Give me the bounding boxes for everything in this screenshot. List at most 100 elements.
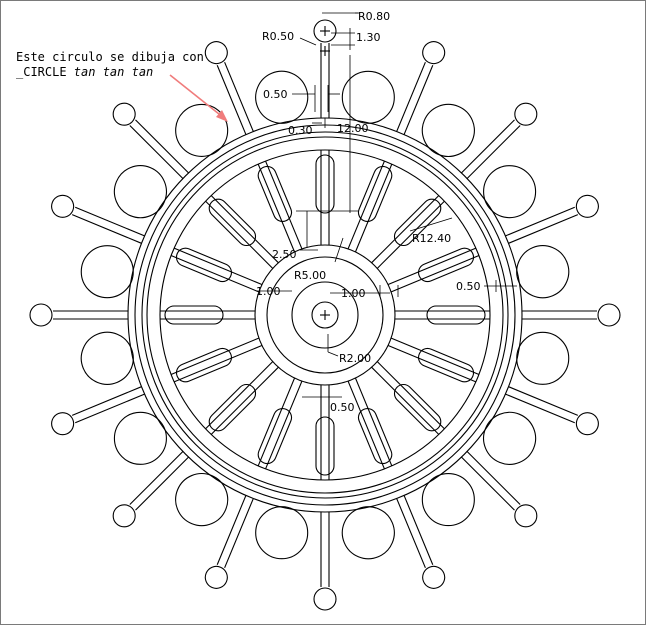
spoke-grip <box>164 305 224 325</box>
spoke-rod-left <box>173 344 263 383</box>
handle-knob <box>112 102 136 126</box>
note-line-2: _CIRCLE tan tan tan <box>16 65 204 80</box>
handle-scallop <box>80 245 134 299</box>
handle-knob <box>514 102 538 126</box>
handle-left <box>216 65 247 135</box>
handle-knob <box>112 504 136 528</box>
handle-right <box>216 495 247 565</box>
spoke-5 <box>387 337 599 465</box>
annotation-note: Este circulo se dibuja con _CIRCLE tan t… <box>16 50 204 80</box>
handle-knob <box>313 19 337 43</box>
spoke-grip <box>418 347 475 383</box>
handle-scallop <box>255 70 309 124</box>
spoke-grip <box>315 154 335 214</box>
dim-r1240: R12.40 <box>412 232 451 245</box>
spoke-14 <box>112 102 279 269</box>
handle-left <box>461 119 515 174</box>
spoke-12 <box>29 245 255 327</box>
handle-left <box>396 61 426 132</box>
hub-inner <box>291 281 359 349</box>
dim-r080: R0.80 <box>358 10 390 23</box>
handle-knob <box>313 587 337 611</box>
handle-right <box>505 393 575 424</box>
spoke-grip <box>393 198 442 247</box>
handle-left <box>135 456 189 511</box>
handle-right <box>403 65 434 135</box>
dimension-lines <box>256 12 517 398</box>
spoke-rod-left <box>210 366 279 435</box>
dim-r500: R5.00 <box>294 269 326 282</box>
spoke-grip <box>357 408 393 465</box>
axle-hole <box>311 301 339 329</box>
handle-scallop <box>175 473 229 527</box>
handle-right <box>129 451 184 505</box>
spoke-grip <box>393 383 442 432</box>
handle-left <box>403 495 434 565</box>
spoke-2 <box>371 102 538 269</box>
handle-scallop <box>483 165 537 219</box>
handle-knob <box>51 412 75 436</box>
handle-knob <box>51 194 75 218</box>
handle-knob <box>514 504 538 528</box>
spoke-rod-right <box>371 366 440 435</box>
handle-knob <box>29 303 53 327</box>
handle-scallop <box>421 473 475 527</box>
handle-right <box>135 119 189 174</box>
spoke-rod-left <box>371 195 440 264</box>
dim-050-top: 0.50 <box>263 88 288 101</box>
spoke-7 <box>341 377 446 589</box>
dim-1200: 12.00 <box>337 122 369 135</box>
spoke-grip <box>315 416 335 476</box>
spoke-1 <box>347 41 475 253</box>
handle-scallop <box>516 245 570 299</box>
spoke-4 <box>395 303 621 385</box>
handle-scallop <box>113 165 167 219</box>
spoke-grip <box>257 165 293 222</box>
spoke-rod-right <box>173 247 263 286</box>
handle-left <box>75 393 145 424</box>
spoke-11 <box>51 331 263 436</box>
spoke-rod-right <box>390 255 480 293</box>
spoke-8 <box>255 385 337 611</box>
handle-knob <box>575 194 599 218</box>
handle-right <box>224 61 254 132</box>
dim-130: 1.30 <box>356 31 381 44</box>
handle-right <box>466 125 521 179</box>
spoke-grip <box>175 247 232 283</box>
handle-right <box>75 206 145 237</box>
note-line-1: Este circulo se dibuja con <box>16 50 204 64</box>
spoke-rod-right <box>170 337 260 375</box>
spoke-6 <box>371 361 538 528</box>
handle-scallop <box>113 411 167 465</box>
spoke-rod-left <box>387 247 477 286</box>
handle-right <box>508 214 579 244</box>
hub-ring <box>266 256 384 374</box>
spoke-rod-right <box>347 380 385 470</box>
spoke-rod-right <box>265 160 303 250</box>
spoke-13 <box>51 165 263 293</box>
spoke-rod-left <box>376 361 445 430</box>
handle-right <box>461 456 515 511</box>
spoke-0 <box>313 19 395 245</box>
handle-left <box>224 498 254 569</box>
dim-100-left: 1.00 <box>256 285 281 298</box>
ship-wheel <box>29 19 621 611</box>
spoke-grip <box>257 408 293 465</box>
handle-left <box>466 451 521 505</box>
annotation-arrow <box>169 74 228 122</box>
spoke-rod-right <box>376 200 445 269</box>
handle-scallop <box>483 411 537 465</box>
spoke-15 <box>204 41 309 253</box>
spoke-rod-right <box>387 344 477 383</box>
handle-knob <box>575 412 599 436</box>
handle-knob <box>422 41 446 65</box>
inner-rim <box>159 149 491 481</box>
handle-scallop <box>80 331 134 385</box>
dim-r200: R2.00 <box>339 352 371 365</box>
outer-rim-4 <box>146 136 504 494</box>
dim-250: 2.50 <box>272 248 297 261</box>
note-command: _CIRCLE <box>16 65 74 79</box>
spoke-rod-left <box>205 200 274 269</box>
handle-right <box>71 386 142 416</box>
